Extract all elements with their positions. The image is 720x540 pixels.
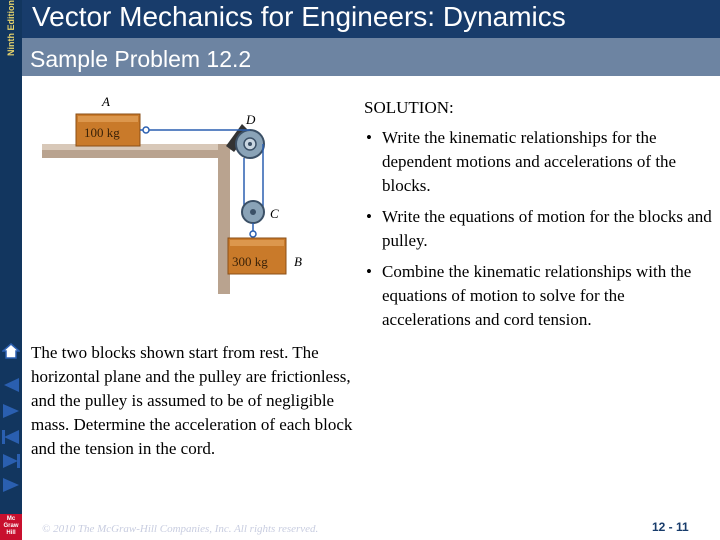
page-number: 12 - 11: [652, 520, 689, 534]
solution-bullet: •Combine the kinematic relationships wit…: [366, 262, 692, 329]
wall: [218, 144, 230, 294]
label-a: A: [101, 94, 110, 109]
slide-title-bar: Sample Problem 12.2: [22, 38, 720, 76]
label-d: D: [245, 112, 256, 127]
mass-b-label: 300 kg: [232, 254, 268, 269]
book-title: Vector Mechanics for Engineers: Dynamics: [32, 1, 566, 32]
problem-statement: The two blocks shown start from rest. Th…: [31, 343, 353, 458]
exit-icon: [3, 478, 19, 492]
solution-heading: SOLUTION:: [364, 98, 454, 117]
home-icon: [2, 343, 20, 359]
solution-section: SOLUTION: •Write the kinematic relations…: [364, 96, 714, 339]
problem-figure: A D C B 100 kg 300 kg: [42, 94, 302, 294]
previous-slide-button[interactable]: [0, 400, 22, 422]
next-slide-button[interactable]: [0, 426, 22, 448]
solution-bullet: •Write the equations of motion for the b…: [366, 207, 712, 250]
plane-surface: [42, 150, 226, 158]
next-slide-icon: [2, 430, 19, 444]
title-bar: Vector Mechanics for Engineers: Dynamics: [22, 0, 720, 38]
mass-a-label: 100 kg: [84, 125, 120, 140]
copyright-notice: © 2010 The McGraw-Hill Companies, Inc. A…: [42, 523, 319, 535]
solution-bullets: •Write the kinematic relationships for t…: [364, 126, 714, 332]
first-slide-icon: [4, 378, 19, 392]
last-slide-icon: [3, 454, 20, 468]
plane-top: [42, 144, 232, 150]
edition-label: Ninth Edition: [6, 0, 16, 56]
label-c: C: [270, 206, 279, 221]
slide-title: Sample Problem 12.2: [30, 46, 252, 72]
solution-bullet: •Write the kinematic relationships for t…: [366, 128, 677, 195]
left-strip: [0, 0, 22, 540]
exit-button[interactable]: [0, 474, 22, 496]
first-slide-button[interactable]: [0, 374, 22, 396]
home-button[interactable]: [0, 340, 22, 362]
previous-slide-icon: [3, 404, 19, 418]
mcgraw-hill-logo: Mc Graw Hill: [0, 514, 22, 540]
last-slide-button[interactable]: [0, 450, 22, 472]
label-b: B: [294, 254, 302, 269]
